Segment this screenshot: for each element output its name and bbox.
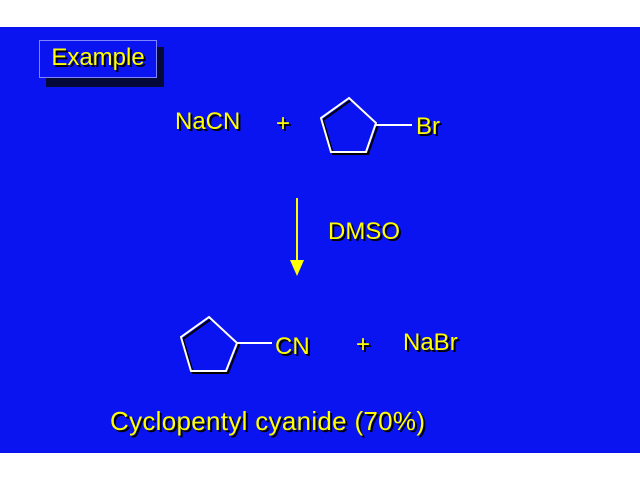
reaction-arrowhead: [290, 260, 304, 276]
cyclopentane-ring-product: [179, 315, 239, 372]
plus-sign-reactants: +: [276, 110, 291, 137]
reagent-nacn: NaCN: [175, 108, 241, 135]
slide-title: Example: [51, 44, 145, 71]
slide-background: [0, 27, 640, 453]
plus-sign-products: +: [356, 331, 371, 358]
byproduct-nabr: NaBr: [403, 329, 458, 356]
cyclopentane-ring-reactant: [321, 98, 380, 155]
title-box: Example: [39, 40, 157, 78]
cyano-label: CN: [275, 333, 310, 360]
bromine-label: Br: [416, 113, 440, 140]
product-caption: Cyclopentyl cyanide (70%): [110, 406, 426, 436]
solvent-label: DMSO: [328, 218, 400, 245]
cyclopentane-ring-product: [181, 317, 241, 374]
cyclopentane-ring-reactant: [319, 96, 378, 153]
